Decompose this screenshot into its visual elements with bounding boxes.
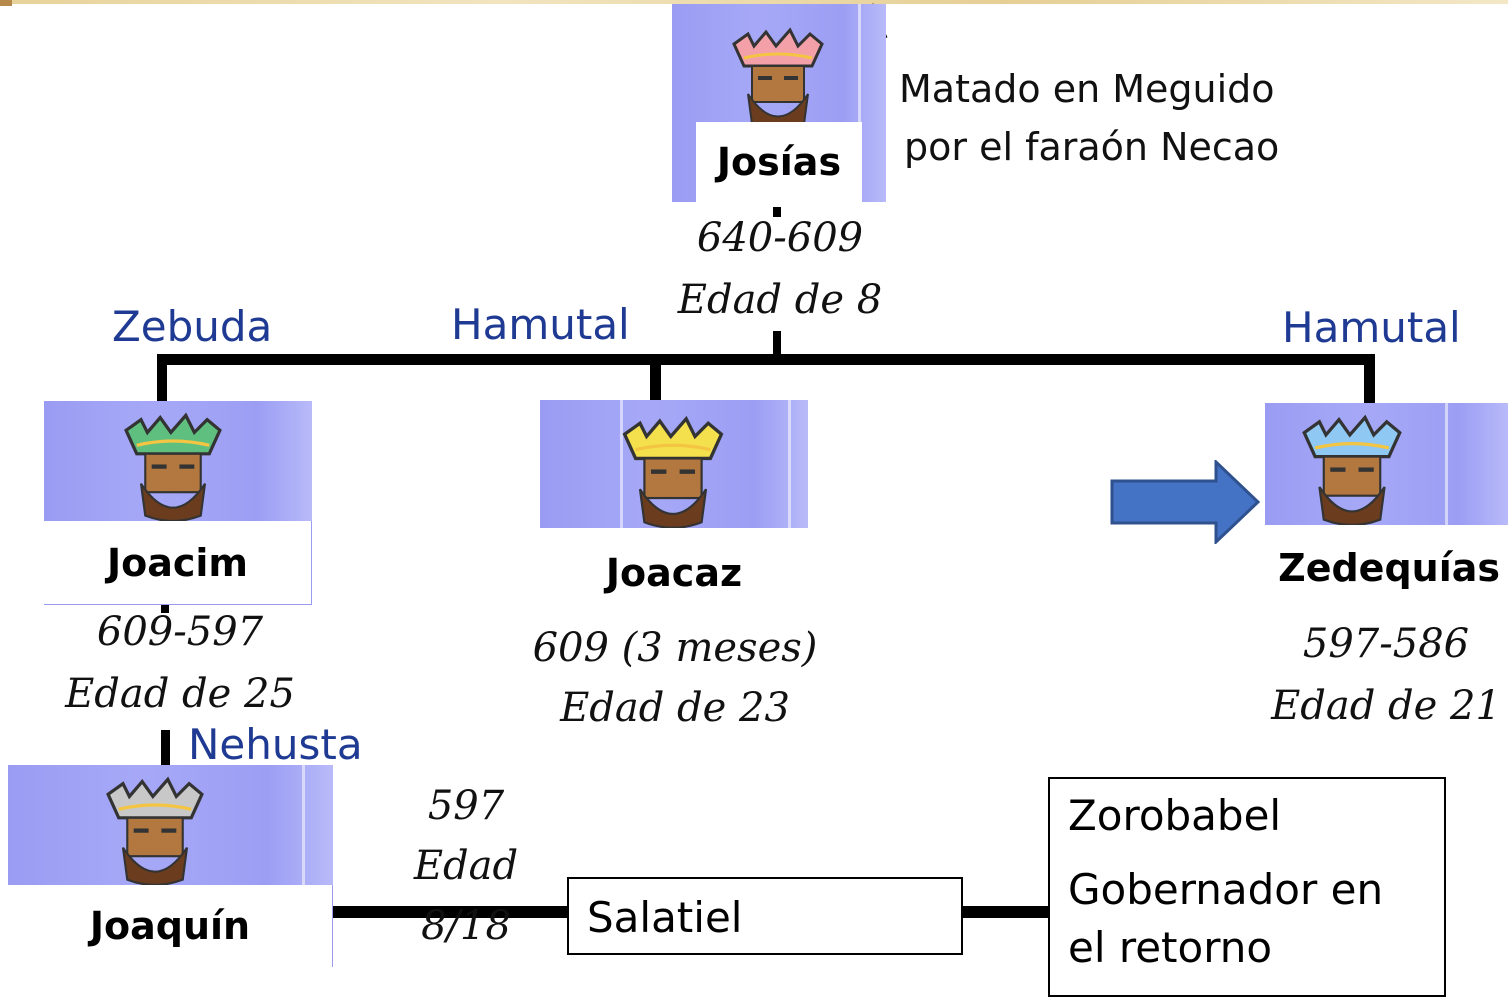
joacaz-age: Edad de 23	[560, 685, 790, 731]
connector-joacim-drop	[157, 354, 167, 404]
connector-horizontal-children	[157, 354, 1375, 365]
king-portrait-icon	[1302, 414, 1402, 525]
corner-decoration	[0, 0, 12, 6]
josias-age: Edad de 8	[677, 277, 883, 323]
king-portrait-icon	[124, 412, 222, 521]
joaquin-name: Joaquín	[8, 885, 333, 967]
josias-note-line2: por el faraón Necao	[904, 125, 1280, 169]
zorobabel-title-line1: Gobernador en	[1068, 865, 1384, 914]
joaquin-years: 597	[427, 783, 505, 829]
joaquin-portrait	[8, 765, 333, 885]
josias-portrait: Josías	[672, 4, 886, 202]
zorobabel-box: Zorobabel Gobernador en el retorno	[1048, 777, 1446, 997]
josias-name: Josías	[696, 122, 862, 202]
joacaz-name: Joacaz	[540, 535, 808, 611]
joaquin-age: Edad 8/18	[413, 843, 519, 949]
zedequias-name: Zedequías	[1262, 530, 1508, 606]
connector-josias-down	[773, 331, 781, 361]
joacaz-years: 609 (3 meses)	[532, 625, 818, 671]
salatiel-name: Salatiel	[587, 893, 743, 942]
salatiel-box: Salatiel	[567, 877, 963, 955]
joacim-portrait	[44, 401, 312, 521]
connector-zedequias-drop	[1364, 354, 1375, 404]
joacaz-portrait	[540, 400, 808, 528]
zorobabel-name: Zorobabel	[1068, 791, 1282, 840]
king-portrait-icon	[106, 776, 204, 885]
zorobabel-title-line2: el retorno	[1068, 923, 1273, 972]
king-portrait-icon	[732, 27, 824, 129]
connector-joacim-stub	[161, 605, 169, 613]
joacaz-mother: Hamutal	[451, 300, 630, 349]
top-border	[0, 0, 1508, 4]
josias-note-line1: Matado en Meguido	[899, 67, 1275, 111]
zedequias-portrait	[1265, 403, 1508, 525]
joaquin-mother: Nehusta	[188, 720, 363, 769]
zedequias-mother: Hamutal	[1282, 303, 1461, 352]
connector-joaquin-salatiel	[333, 906, 569, 918]
zedequias-age: Edad de 21	[1271, 683, 1501, 729]
connector-joacaz-drop	[650, 354, 661, 402]
right-arrow-icon	[1110, 460, 1261, 544]
josias-years: 640-609	[696, 215, 864, 261]
zedequias-years: 597-586	[1302, 621, 1470, 667]
joacim-age: Edad de 25	[65, 671, 295, 717]
joacim-years: 609-597	[96, 609, 264, 655]
connector-joacim-joaquin	[161, 730, 170, 765]
king-portrait-icon	[622, 415, 724, 528]
connector-salatiel-zorobabel	[961, 906, 1050, 918]
connector-josias-stub	[773, 207, 781, 217]
joacim-name: Joacim	[44, 521, 312, 605]
joacim-mother: Zebuda	[112, 302, 273, 351]
